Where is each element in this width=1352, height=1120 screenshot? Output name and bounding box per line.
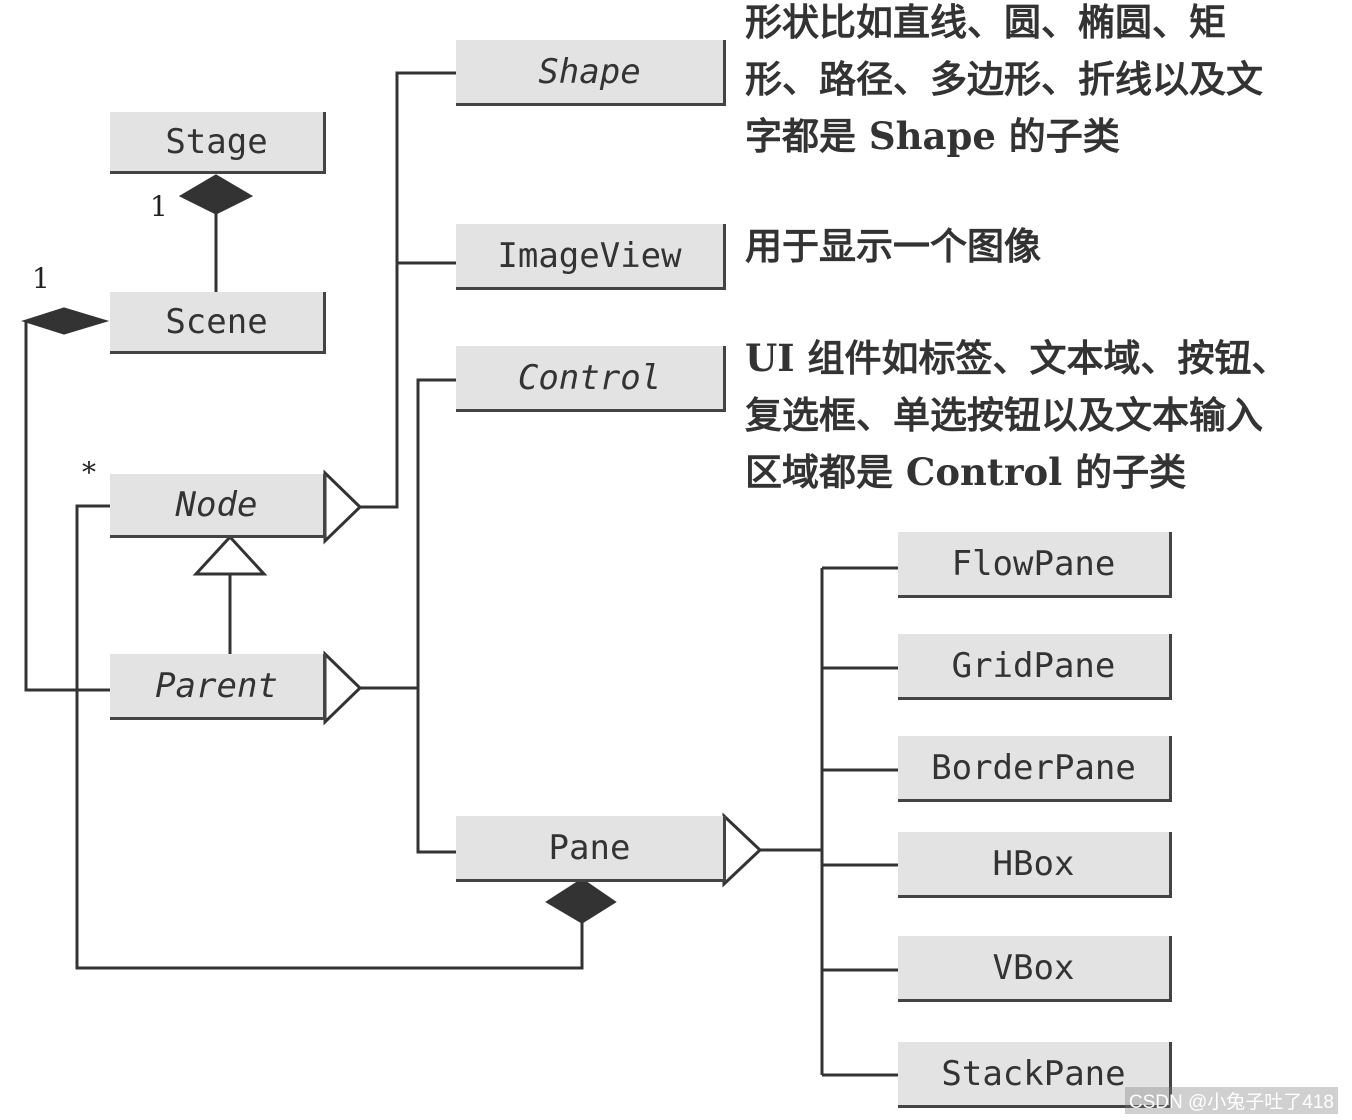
note-shape: 形状比如直线、圆、椭圆、矩 形、路径、多边形、折线以及文 字都是 Shape 的… (745, 0, 1345, 165)
shape-node-line (360, 71, 456, 509)
class-hbox-label: HBox (992, 843, 1075, 884)
class-stage-label: Stage (165, 121, 268, 162)
scene-composition-diamond (21, 307, 110, 335)
class-scene-label: Scene (165, 301, 268, 342)
class-gridpane-label: GridPane (951, 645, 1116, 686)
note-control-line-1: UI 组件如标签、文本域、按钮、 (745, 336, 1289, 380)
class-flowpane: FlowPane (898, 532, 1172, 598)
pane-composition-diamond (545, 878, 617, 924)
scene-node-line (24, 321, 110, 692)
note-control-line-2: 复选框、单选按钮以及文本输入 (745, 393, 1263, 437)
class-shape: Shape (456, 40, 726, 106)
class-node: Node (110, 474, 326, 538)
class-gridpane: GridPane (898, 634, 1172, 700)
pane-generalization-triangle (722, 812, 763, 888)
control-parent-line (416, 378, 456, 854)
class-control: Control (456, 346, 726, 412)
pane-node-line (75, 504, 584, 970)
class-parent: Parent (110, 654, 326, 720)
note-control-line-3: 区域都是 Control 的子类 (745, 450, 1187, 494)
multiplicity-node-star: * (82, 456, 96, 489)
note-shape-line-3: 字都是 Shape 的子类 (745, 114, 1120, 158)
multiplicity-scene-node: 1 (32, 262, 50, 295)
class-pane-label: Pane (548, 827, 631, 868)
class-scene: Scene (110, 292, 326, 354)
parent-generalization-triangle (323, 650, 363, 726)
class-stackpane: StackPane (898, 1042, 1172, 1108)
note-shape-line-2: 形、路径、多边形、折线以及文 (745, 57, 1263, 101)
class-flowpane-label: FlowPane (951, 543, 1116, 584)
class-hbox: HBox (898, 832, 1172, 898)
class-stage: Stage (110, 112, 326, 174)
stage-composition-diamond (178, 174, 254, 215)
watermark: CSDN @小兔子吐了418 (1124, 1087, 1338, 1114)
class-node-label: Node (175, 484, 258, 525)
class-pane: Pane (456, 816, 726, 882)
class-imageview-label: ImageView (497, 235, 682, 276)
class-borderpane-label: BorderPane (931, 747, 1136, 788)
class-vbox-label: VBox (992, 947, 1075, 988)
note-control: UI 组件如标签、文本域、按钮、 复选框、单选按钮以及文本输入 区域都是 Con… (745, 330, 1345, 501)
class-vbox: VBox (898, 936, 1172, 1002)
class-parent-label: Parent (155, 665, 278, 706)
note-shape-line-1: 形状比如直线、圆、椭圆、矩 (745, 0, 1226, 44)
note-imageview-line-1: 用于显示一个图像 (745, 224, 1041, 268)
note-imageview: 用于显示一个图像 (745, 218, 1345, 275)
class-imageview: ImageView (456, 224, 726, 290)
class-stackpane-label: StackPane (941, 1053, 1126, 1094)
class-shape-label: Shape (538, 51, 641, 92)
class-borderpane: BorderPane (898, 736, 1172, 802)
multiplicity-stage-scene: 1 (150, 190, 168, 223)
parent-node-triangle (192, 534, 268, 576)
class-control-label: Control (517, 357, 662, 398)
node-generalization-triangle (323, 469, 363, 545)
